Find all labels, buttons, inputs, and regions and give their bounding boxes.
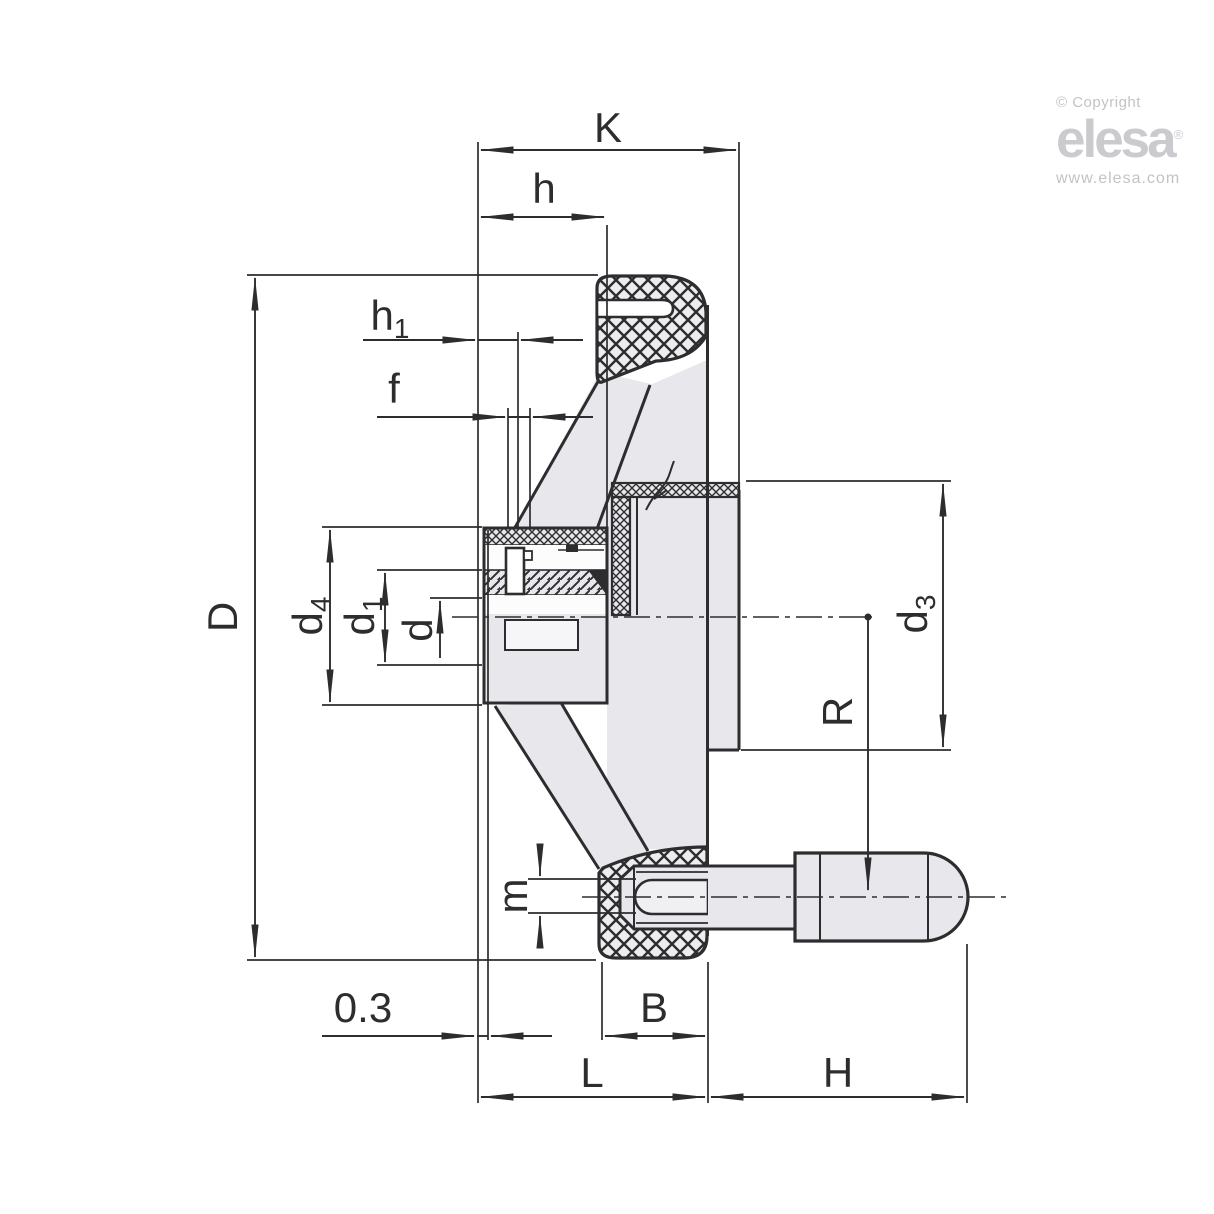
label-h: h (532, 165, 555, 212)
label-d1: d1 (336, 597, 388, 636)
centerlines (452, 616, 1012, 898)
label-gap: 0.3 (334, 984, 392, 1031)
bore-band (484, 595, 607, 614)
label-B: B (640, 984, 668, 1031)
label-L: L (580, 1049, 603, 1096)
dimension-labels: K h h1 f D d4 d1 d d3 R m 0.3 B L H (199, 104, 941, 1096)
label-d3: d3 (889, 595, 941, 634)
keyway (504, 619, 579, 651)
label-K: K (594, 104, 622, 151)
hub-hatch-band (483, 569, 608, 596)
brand-logo: elesa® (1056, 113, 1208, 166)
set-screw (504, 546, 526, 596)
elesa-branding: © Copyright elesa® www.elesa.com (1056, 94, 1208, 188)
web-edges (493, 377, 652, 870)
copyright-text: © Copyright (1056, 94, 1141, 111)
hub-section (482, 526, 609, 705)
registered-mark: ® (1173, 127, 1184, 142)
label-R: R (814, 697, 861, 727)
label-m: m (489, 879, 536, 914)
upper-web-fill (505, 372, 655, 545)
lower-web-fill (495, 700, 648, 869)
brand-name: elesa (1056, 110, 1177, 169)
label-d4: d4 (284, 597, 336, 636)
handle-knob (793, 851, 970, 943)
website-url: www.elesa.com (1056, 170, 1181, 187)
extension-lines (247, 142, 968, 1103)
break-mark (645, 460, 675, 511)
dim-R (864, 613, 872, 892)
section-wedge (588, 570, 606, 594)
label-H: H (823, 1049, 853, 1096)
rim-groove (595, 298, 675, 319)
key-mark (566, 545, 578, 552)
label-h1: h1 (371, 292, 410, 344)
label-d: d (394, 618, 441, 641)
label-D: D (199, 602, 246, 632)
label-f: f (388, 365, 400, 412)
dimension-lines (251, 146, 966, 1101)
rim-section-top (595, 274, 708, 384)
